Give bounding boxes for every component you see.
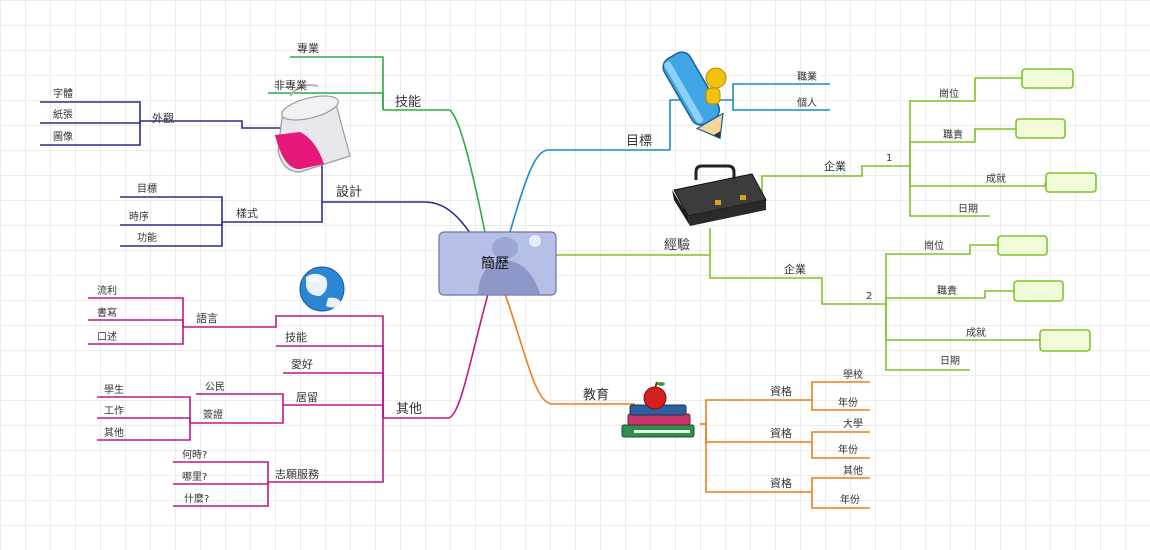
- thinker-figure-icon: [478, 235, 541, 294]
- qualification-1-school-label[interactable]: 學校: [843, 368, 863, 381]
- empty-topic-box[interactable]: [1039, 329, 1091, 352]
- education-label[interactable]: 教育: [583, 387, 609, 403]
- qualification-3-year-label[interactable]: 年份: [840, 493, 860, 506]
- goal-connectors: [509, 83, 830, 233]
- experience-label[interactable]: 經驗: [664, 238, 690, 253]
- experience-index-2: 2: [866, 291, 872, 302]
- skills-label[interactable]: 技能: [395, 95, 421, 110]
- education-qualification-3-label[interactable]: 資格: [770, 476, 792, 490]
- qualification-2-year-label[interactable]: 年份: [838, 443, 858, 456]
- skills-nonprofessional-label[interactable]: 非專業: [274, 79, 307, 92]
- company-1-position-label[interactable]: 崗位: [939, 87, 959, 100]
- goal-career-label[interactable]: 職業: [797, 70, 817, 83]
- experience-connectors: [556, 77, 1046, 371]
- skills-connectors: [268, 56, 486, 233]
- other-skill-label[interactable]: 技能: [285, 330, 307, 344]
- other-label[interactable]: 其他: [396, 402, 422, 417]
- education-qualification-1-label[interactable]: 資格: [770, 384, 792, 398]
- pencil-person-icon: [662, 51, 727, 140]
- design-style-label[interactable]: 樣式: [236, 206, 258, 220]
- company-1-duties-label[interactable]: 職責: [943, 128, 963, 141]
- company-2-achievements-label[interactable]: 成就: [966, 326, 986, 339]
- experience-company-2-label[interactable]: 企業: [784, 262, 806, 276]
- residence-visa-label[interactable]: 簽證: [203, 408, 223, 421]
- qualification-3-other-label[interactable]: 其他: [843, 464, 863, 477]
- skills-professional-label[interactable]: 專業: [297, 42, 319, 55]
- education-qualification-2-label[interactable]: 資格: [770, 426, 792, 440]
- volunteer-what-label[interactable]: 什麼?: [184, 492, 209, 505]
- visa-work-label[interactable]: 工作: [104, 405, 124, 417]
- other-volunteer-label[interactable]: 志願服務: [275, 467, 319, 481]
- style-timing-label[interactable]: 時序: [129, 210, 149, 223]
- briefcase-icon: [672, 164, 767, 226]
- empty-topic-boxes: [997, 68, 1097, 352]
- other-language-label[interactable]: 語言: [196, 311, 218, 325]
- appearance-font-label[interactable]: 字體: [53, 87, 73, 100]
- company-2-date-label[interactable]: 日期: [940, 355, 960, 367]
- central-topic-title: 簡歷: [481, 256, 509, 272]
- empty-topic-box[interactable]: [1021, 68, 1074, 89]
- design-label[interactable]: 設計: [336, 184, 362, 200]
- company-2-duties-label[interactable]: 職責: [937, 284, 957, 297]
- qualification-2-university-label[interactable]: 大學: [843, 417, 863, 430]
- company-1-achievements-label[interactable]: 成就: [986, 172, 1006, 185]
- design-appearance-label[interactable]: 外觀: [152, 112, 174, 125]
- volunteer-where-label[interactable]: 哪里?: [182, 471, 207, 483]
- goal-label[interactable]: 目標: [626, 134, 652, 149]
- language-written-label[interactable]: 書寫: [97, 306, 117, 319]
- visa-other-label[interactable]: 其他: [104, 426, 124, 439]
- design-connectors: [40, 101, 473, 247]
- experience-index-1: 1: [886, 153, 892, 164]
- appearance-paper-label[interactable]: 紙張: [53, 108, 73, 121]
- visa-student-label[interactable]: 學生: [104, 383, 124, 396]
- language-fluent-label[interactable]: 流利: [97, 284, 117, 297]
- style-goal-label[interactable]: 目標: [137, 182, 157, 195]
- other-residence-label[interactable]: 居留: [296, 391, 318, 404]
- empty-topic-box[interactable]: [1045, 172, 1097, 193]
- globe-icon: [299, 266, 345, 312]
- appearance-image-label[interactable]: 圖像: [53, 131, 73, 143]
- company-1-date-label[interactable]: 日期: [958, 203, 978, 215]
- education-connectors: [504, 293, 870, 509]
- empty-topic-box[interactable]: [1013, 280, 1064, 302]
- language-spoken-label[interactable]: 口述: [97, 331, 117, 343]
- company-2-position-label[interactable]: 崗位: [924, 239, 944, 252]
- paint-bucket-icon: [275, 84, 351, 173]
- experience-company-1-label[interactable]: 企業: [824, 159, 846, 173]
- books-apple-icon: [621, 381, 695, 438]
- goal-personal-label[interactable]: 個人: [797, 96, 817, 109]
- connectors: [40, 56, 1046, 509]
- empty-topic-box[interactable]: [997, 235, 1048, 256]
- central-topic[interactable]: 簡歷: [438, 231, 557, 296]
- residence-citizen-label[interactable]: 公民: [205, 381, 225, 393]
- empty-topic-box[interactable]: [1015, 118, 1066, 139]
- other-hobby-label[interactable]: 愛好: [291, 357, 313, 371]
- qualification-1-year-label[interactable]: 年份: [838, 396, 858, 409]
- other-connectors: [88, 293, 489, 507]
- volunteer-when-label[interactable]: 何時?: [182, 448, 207, 461]
- style-function-label[interactable]: 功能: [137, 231, 157, 244]
